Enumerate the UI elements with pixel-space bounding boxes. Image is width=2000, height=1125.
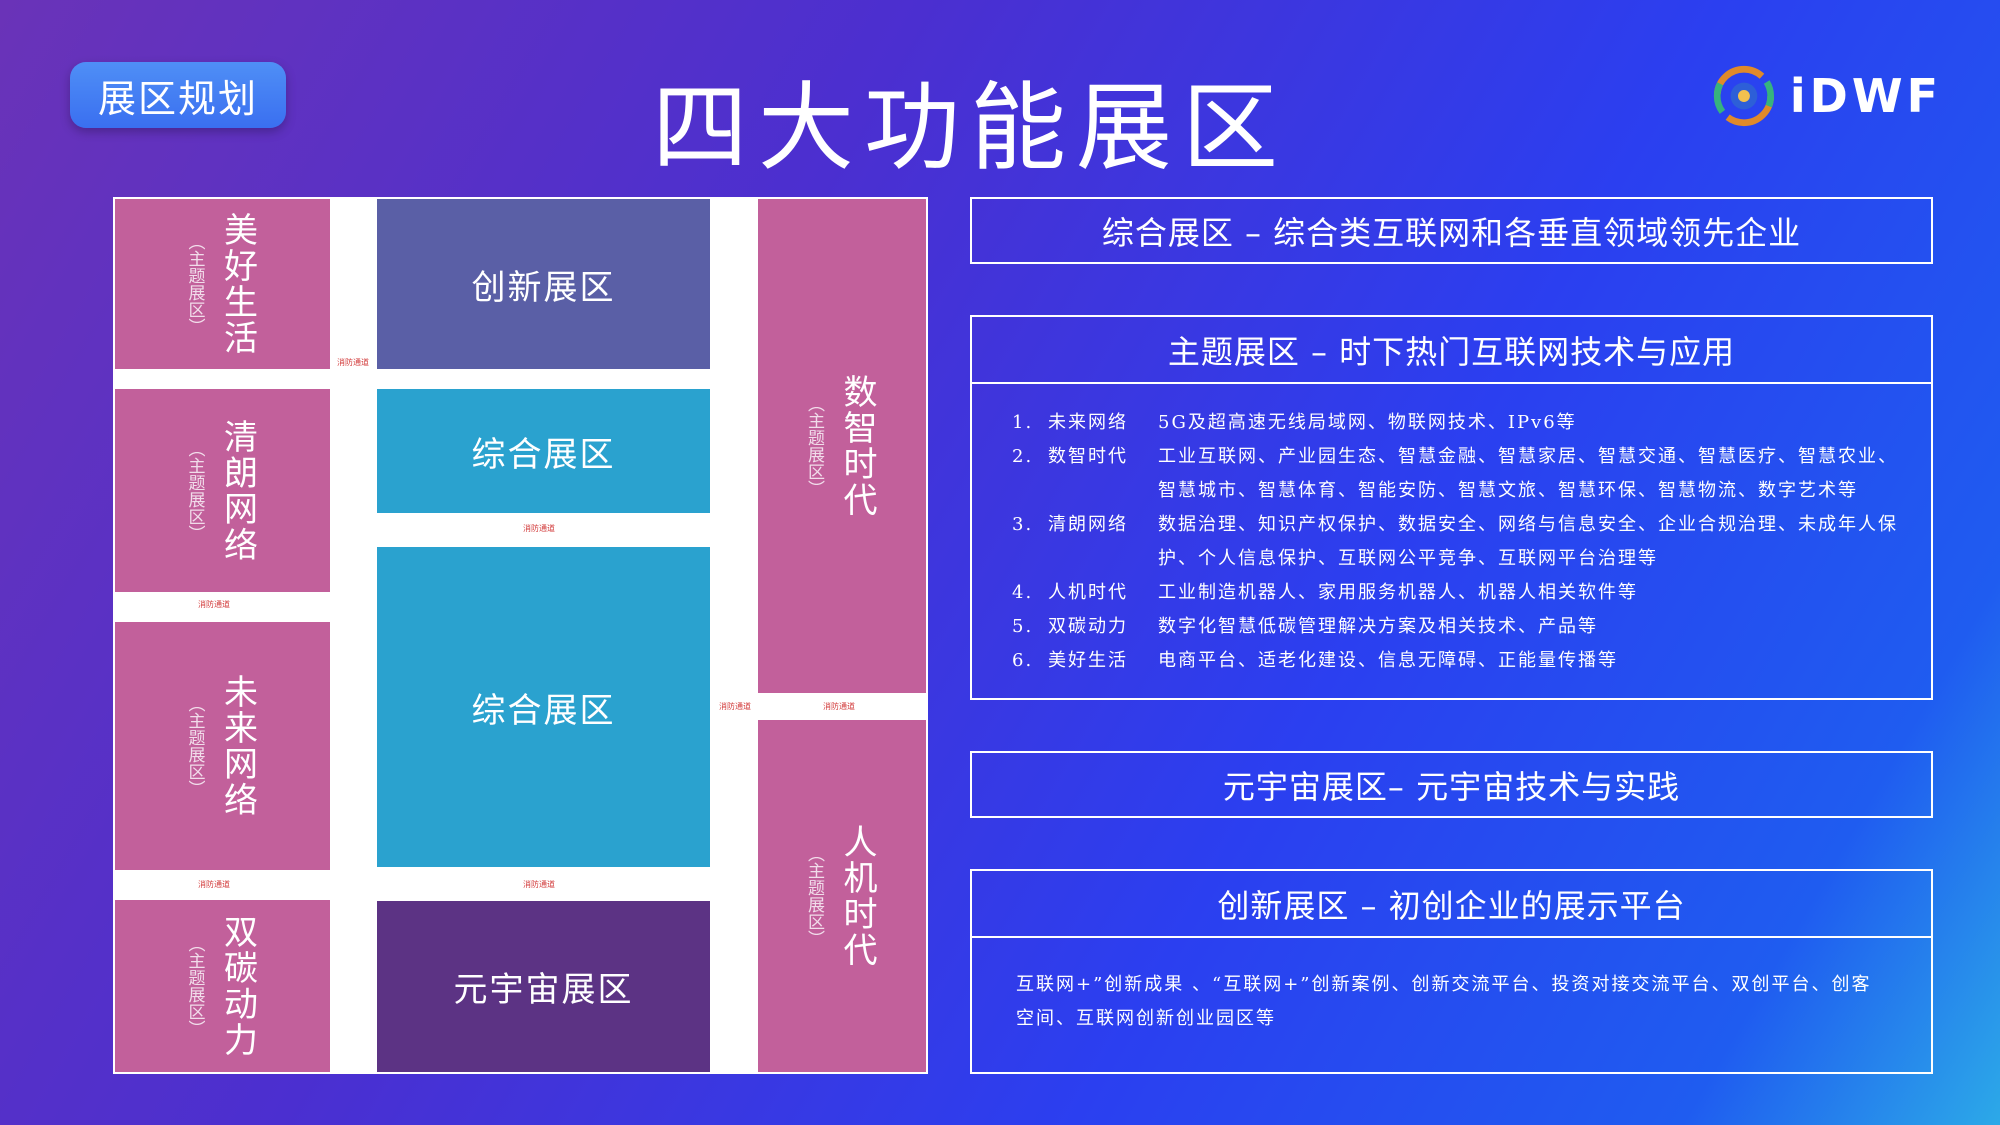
zone-zonghe-upper: 综合展区 xyxy=(377,389,710,513)
zone-label: 综合展区 xyxy=(471,434,616,475)
panel-title: 创新展区 – 初创企业的展示平台 xyxy=(1217,886,1686,925)
zone-shuzhi-shidai: （主题展区） 数智时代 xyxy=(758,199,926,693)
panel-chuangxin: 创新展区 – 初创企业的展示平台 互联网+”创新成果 、“互联网+”创新案例、创… xyxy=(970,869,1933,1074)
panel-text: 互联网+”创新成果 、“互联网+”创新案例、创新交流平台、投资对接交流平台、双创… xyxy=(1016,974,1872,1029)
panel-title: 主题展区 – 时下热门互联网技术与应用 xyxy=(1167,332,1736,371)
panel-body: 互联网+”创新成果 、“互联网+”创新案例、创新交流平台、投资对接交流平台、双创… xyxy=(972,936,1931,1072)
fire-aisle-label: 消防通道 xyxy=(198,880,230,889)
list-item: 5.双碳动力数字化智慧低碳管理解决方案及相关技术、产品等 xyxy=(1012,616,1598,637)
panel-zonghe: 综合展区 – 综合类互联网和各垂直领域领先企业 xyxy=(970,197,1933,264)
fire-aisle-label: 消防通道 xyxy=(823,702,855,711)
zone-renji-shidai: （主题展区） 人机时代 xyxy=(758,720,926,1072)
panel-title: 元宇宙展区– 元宇宙技术与实践 xyxy=(1222,767,1681,806)
zone-zonghe-main: 综合展区 xyxy=(377,547,710,867)
zone-label: 元宇宙展区 xyxy=(453,970,634,1010)
fire-aisle-label: 消防通道 xyxy=(337,358,369,367)
zone-shuangtan-dongli: （主题展区） 双碳动力 xyxy=(115,900,330,1072)
idwf-logo-icon xyxy=(1713,65,1775,127)
zone-sub-label: （主题展区） xyxy=(184,439,205,542)
zone-weilai-wangluo: （主题展区） 未来网络 xyxy=(115,622,330,870)
zone-sub-label: （主题展区） xyxy=(804,395,824,497)
list-item: 6.美好生活电商平台、适老化建设、信息无障碍、正能量传播等 xyxy=(1012,650,1618,671)
zone-label: 综合展区 xyxy=(471,690,616,731)
zone-qinglang-wangluo: （主题展区） 清朗网络 xyxy=(115,389,330,592)
list-item: 3.清朗网络数据治理、知识产权保护、数据安全、网络与信息安全、企业合规治理、未成… xyxy=(1012,514,1898,569)
fire-aisle-label: 消防通道 xyxy=(523,524,555,533)
panel-yuanyuzhou: 元宇宙展区– 元宇宙技术与实践 xyxy=(970,751,1933,818)
zone-label: 清朗网络 xyxy=(217,418,258,563)
zone-sub-label: （主题展区） xyxy=(184,233,205,335)
section-badge: 展区规划 xyxy=(70,62,286,128)
zone-label: 创新展区 xyxy=(471,267,616,308)
zone-chuangxin: 创新展区 xyxy=(377,199,710,369)
fire-aisle-label: 消防通道 xyxy=(198,600,230,609)
zone-label: 数智时代 xyxy=(837,374,877,518)
panel-title: 综合展区 – 综合类互联网和各垂直领域领先企业 xyxy=(1101,213,1802,252)
fire-aisle-label: 消防通道 xyxy=(719,702,751,711)
brand-logo: iDWF xyxy=(1712,46,1942,146)
fire-aisle-label: 消防通道 xyxy=(523,880,555,889)
page-title: 四大功能展区 xyxy=(652,72,1288,184)
zone-meihao-shenghuo: （主题展区） 美好生活 xyxy=(115,199,330,369)
list-item: 4.人机时代工业制造机器人、家用服务机器人、机器人相关软件等 xyxy=(1012,582,1638,603)
floor-plan: （主题展区） 美好生活 （主题展区） 清朗网络 （主题展区） 未来网络 （主题展… xyxy=(113,197,928,1074)
zone-label: 双碳动力 xyxy=(217,914,258,1058)
zone-sub-label: （主题展区） xyxy=(804,845,824,947)
list-item: 2.数智时代工业互联网、产业园生态、智慧金融、智慧家居、智慧交通、智慧医疗、智慧… xyxy=(1012,446,1898,501)
zone-label: 未来网络 xyxy=(217,674,258,818)
logo-text: iDWF xyxy=(1789,69,1942,123)
zone-sub-label: （主题展区） xyxy=(184,935,205,1037)
zone-label: 美好生活 xyxy=(217,212,258,356)
zone-label: 人机时代 xyxy=(837,824,877,968)
zone-yuanyuzhou: 元宇宙展区 xyxy=(377,901,710,1072)
zone-sub-label: （主题展区） xyxy=(184,695,205,797)
